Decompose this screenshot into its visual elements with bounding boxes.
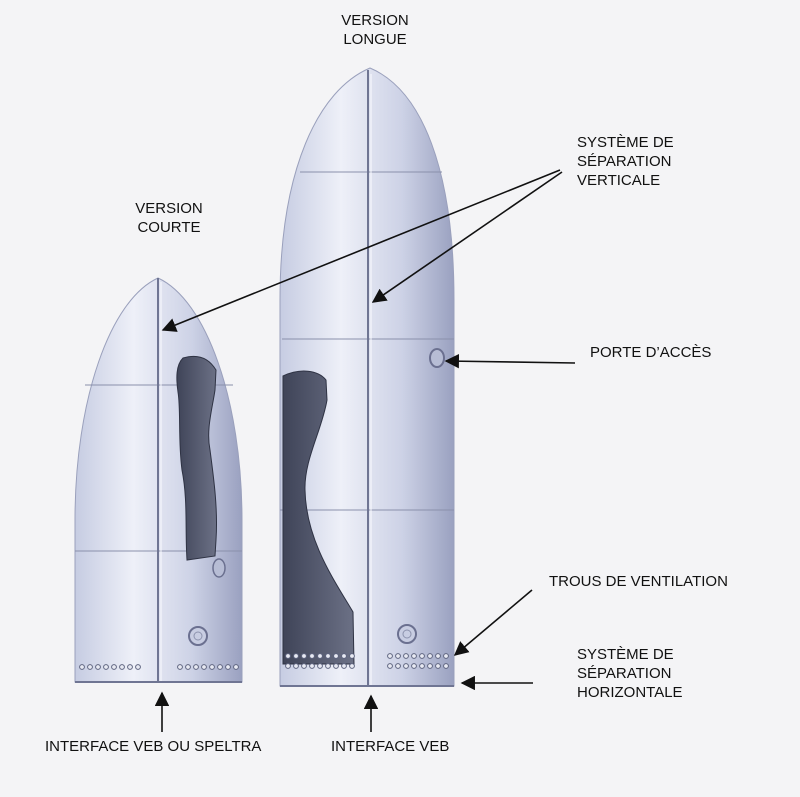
vent-hole xyxy=(135,664,141,670)
label-access-door: PORTE D’ACCÈS xyxy=(590,344,712,361)
vent-hole xyxy=(395,663,401,669)
vent-hole xyxy=(293,663,299,669)
vent-hole xyxy=(341,663,347,669)
vent-hole xyxy=(435,653,441,659)
vent-hole xyxy=(217,664,223,670)
long-lower-door xyxy=(397,624,417,644)
vent-hole xyxy=(419,653,425,659)
label-vertical-separation: SYSTÈME DE SÉPARATION VERTICALE xyxy=(577,134,674,189)
vent-hole xyxy=(395,653,401,659)
label-interface-veb: INTERFACE VEB xyxy=(331,738,450,755)
vent-hole xyxy=(103,664,109,670)
vent-hole xyxy=(427,663,433,669)
vent-hole xyxy=(111,664,117,670)
vent-hole xyxy=(201,664,207,670)
vent-hole xyxy=(333,663,339,669)
arrow-vertical-sep-long xyxy=(371,171,563,303)
vent-hole xyxy=(285,663,291,669)
vent-hole xyxy=(333,653,339,659)
vent-hole xyxy=(435,663,441,669)
vent-hole xyxy=(285,653,291,659)
vent-hole xyxy=(127,664,133,670)
vent-hole xyxy=(177,664,183,670)
short-fairing xyxy=(74,277,243,683)
vent-hole xyxy=(387,653,393,659)
vent-hole xyxy=(419,663,425,669)
vent-hole xyxy=(309,653,315,659)
vent-hole xyxy=(87,664,93,670)
vent-hole xyxy=(301,653,307,659)
vent-hole xyxy=(301,663,307,669)
short-small-hatch xyxy=(212,558,226,578)
label-version-longue: VERSION LONGUE xyxy=(341,12,409,48)
vent-hole xyxy=(225,664,231,670)
vent-hole xyxy=(325,663,331,669)
vent-hole xyxy=(387,663,393,669)
vent-hole xyxy=(185,664,191,670)
vent-hole xyxy=(427,653,433,659)
vent-hole xyxy=(411,653,417,659)
long-access-door xyxy=(429,348,445,368)
label-interface-veb-speltra: INTERFACE VEB OU SPELTRA xyxy=(45,738,262,755)
label-version-courte: VERSION COURTE xyxy=(135,200,203,236)
vent-hole xyxy=(317,663,323,669)
vent-hole xyxy=(193,664,199,670)
vent-hole xyxy=(79,664,85,670)
vent-hole xyxy=(293,653,299,659)
vent-hole xyxy=(403,653,409,659)
arrow-vent-holes xyxy=(453,589,533,656)
long-cutout xyxy=(282,370,355,665)
vent-hole xyxy=(443,653,449,659)
vent-hole xyxy=(403,663,409,669)
vent-hole xyxy=(349,663,355,669)
vent-hole xyxy=(325,653,331,659)
vent-hole xyxy=(317,653,323,659)
short-cutout xyxy=(176,355,218,561)
vent-hole xyxy=(411,663,417,669)
vent-hole xyxy=(349,653,355,659)
vent-hole xyxy=(95,664,101,670)
long-vent-holes xyxy=(285,653,449,669)
vent-hole xyxy=(443,663,449,669)
long-fairing xyxy=(279,67,455,687)
label-horizontal-separation: SYSTÈME DE SÉPARATION HORIZONTALE xyxy=(577,646,683,701)
callout-arrows xyxy=(154,169,576,732)
arrow-access-door xyxy=(444,354,576,369)
arrow-vertical-sep-short xyxy=(161,169,561,332)
short-vent-holes xyxy=(79,664,239,670)
vent-hole xyxy=(309,663,315,669)
vent-hole xyxy=(119,664,125,670)
vent-hole xyxy=(233,664,239,670)
label-ventilation-holes: TROUS DE VENTILATION xyxy=(549,573,728,590)
vent-hole xyxy=(341,653,347,659)
short-access-door xyxy=(188,626,208,646)
vent-hole xyxy=(209,664,215,670)
